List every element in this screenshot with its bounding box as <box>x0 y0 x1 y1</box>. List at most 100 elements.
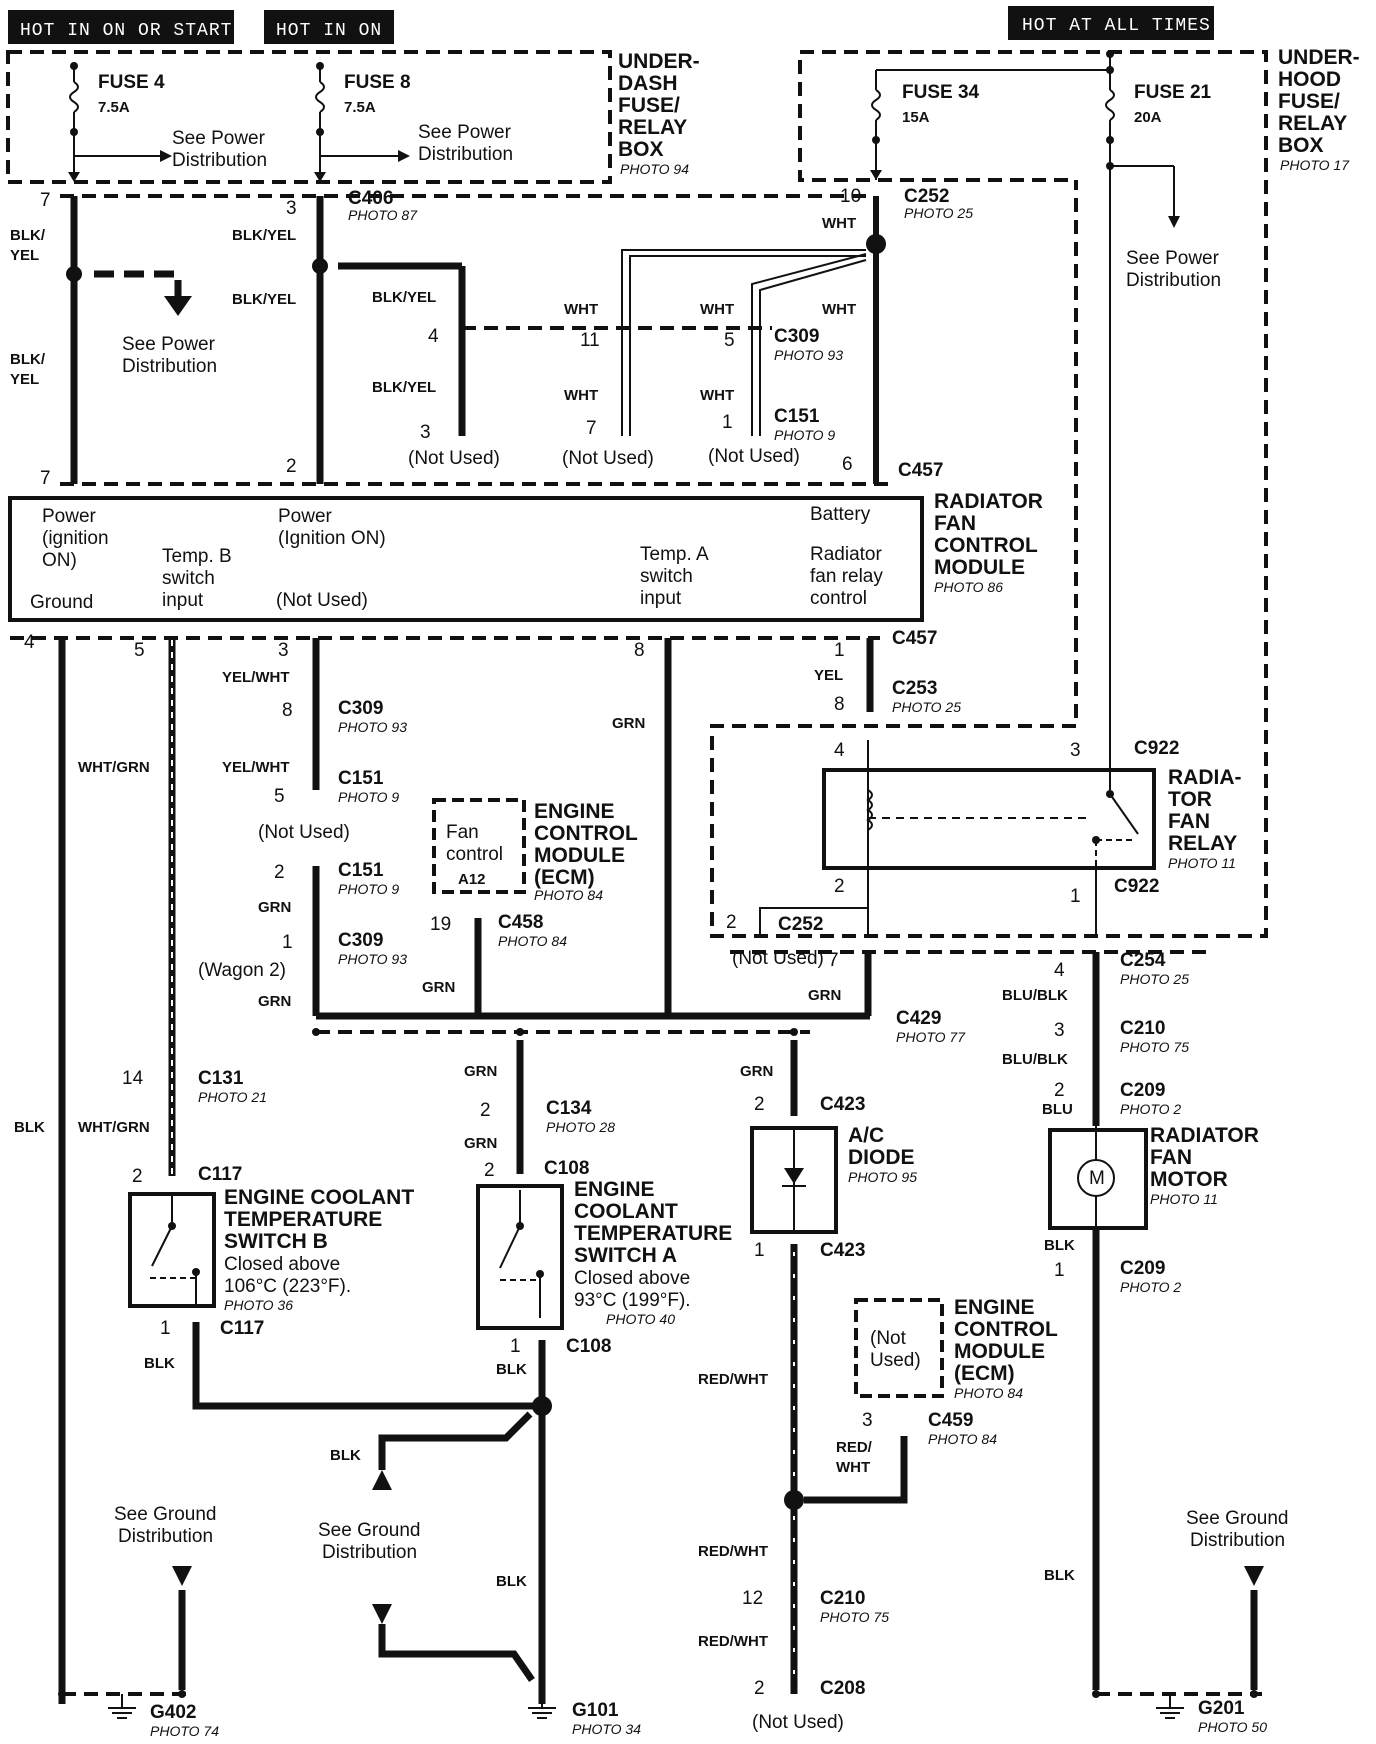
svg-text:2: 2 <box>1054 1080 1065 1101</box>
svg-text:(ECM): (ECM) <box>534 866 595 889</box>
svg-text:See Ground: See Ground <box>1186 1508 1288 1529</box>
wire-module-ground: 4 BLK <box>14 632 66 1704</box>
svg-text:GRN: GRN <box>808 987 841 1004</box>
svg-text:A/C: A/C <box>848 1124 884 1147</box>
svg-text:Closed above: Closed above <box>574 1268 690 1289</box>
wire-fuse8-to-module: BLK/YEL BLK/YEL BLK/YEL BLK/YEL 3 2 4 3 … <box>232 196 500 484</box>
wire-fuse34-wht: 10 C252 PHOTO 25 WHT WHT WHT WHT WHT WHT… <box>462 186 973 484</box>
svg-text:PHOTO 93: PHOTO 93 <box>338 951 407 967</box>
svg-text:ENGINE: ENGINE <box>574 1178 655 1201</box>
svg-text:PHOTO 21: PHOTO 21 <box>198 1089 267 1105</box>
svg-text:Ground: Ground <box>30 592 93 613</box>
svg-text:RED/: RED/ <box>836 1439 873 1456</box>
svg-text:C423: C423 <box>820 1094 865 1115</box>
svg-text:FUSE 34: FUSE 34 <box>902 82 980 103</box>
svg-text:Temp. A: Temp. A <box>640 544 709 565</box>
svg-text:Radiator: Radiator <box>810 544 882 565</box>
svg-text:GRN: GRN <box>612 715 645 732</box>
svg-text:PHOTO 84: PHOTO 84 <box>534 887 603 903</box>
wire-red-wht: 1 C423 RED/WHT 3 C459 PHOTO 84 RED/ WHT … <box>698 1240 997 1733</box>
svg-text:BOX: BOX <box>1278 134 1324 157</box>
svg-text:Distribution: Distribution <box>418 144 513 165</box>
svg-text:ENGINE: ENGINE <box>954 1296 1035 1319</box>
svg-text:BLK: BLK <box>14 1119 45 1136</box>
svg-text:ON): ON) <box>42 550 77 571</box>
svg-text:switch: switch <box>640 566 693 587</box>
svg-text:1: 1 <box>1070 886 1081 907</box>
svg-text:PHOTO 2: PHOTO 2 <box>1120 1279 1181 1295</box>
svg-text:PHOTO 2: PHOTO 2 <box>1120 1101 1181 1117</box>
svg-text:20A: 20A <box>1134 109 1162 126</box>
svg-text:7: 7 <box>40 468 51 489</box>
svg-text:2: 2 <box>132 1166 143 1187</box>
svg-text:BLK/: BLK/ <box>10 351 46 368</box>
svg-text:4: 4 <box>834 740 845 761</box>
svg-text:PHOTO 87: PHOTO 87 <box>348 207 418 223</box>
svg-text:GRN: GRN <box>422 979 455 996</box>
hot-label-all-times: HOT AT ALL TIMES <box>1008 6 1214 40</box>
svg-text:BOX: BOX <box>618 138 664 161</box>
svg-text:C252: C252 <box>904 186 949 207</box>
svg-text:PHOTO 40: PHOTO 40 <box>606 1311 675 1327</box>
svg-text:Power: Power <box>42 506 97 527</box>
ecm-not-used: (Not Used) ENGINE CONTROL MODULE (ECM) P… <box>854 1296 1058 1401</box>
svg-text:PHOTO 9: PHOTO 9 <box>338 789 399 805</box>
svg-text:19: 19 <box>430 914 451 935</box>
svg-text:C134: C134 <box>546 1098 592 1119</box>
svg-text:WHT: WHT <box>564 387 598 404</box>
under-hood-fuse-box <box>710 50 1268 938</box>
svg-text:12: 12 <box>742 1588 763 1609</box>
under-hood-box-label: UNDER- HOOD FUSE/ RELAY BOX PHOTO 17 <box>1278 46 1360 173</box>
svg-text:C309: C309 <box>338 930 383 951</box>
svg-text:11: 11 <box>580 330 600 351</box>
svg-text:control: control <box>810 588 867 609</box>
svg-text:RADIATOR: RADIATOR <box>934 490 1043 513</box>
svg-text:8: 8 <box>834 694 845 715</box>
fuse-4: FUSE 4 7.5A See Power Distribution <box>68 62 267 182</box>
svg-text:C151: C151 <box>338 860 384 881</box>
svg-text:FAN: FAN <box>1168 810 1210 833</box>
ground-g402: See Ground Distribution G402 PHOTO 74 <box>58 1504 219 1739</box>
svg-text:C209: C209 <box>1120 1080 1165 1101</box>
svg-text:See Power: See Power <box>172 128 266 149</box>
svg-text:RED/WHT: RED/WHT <box>698 1371 768 1388</box>
svg-text:ENGINE COOLANT: ENGINE COOLANT <box>224 1186 414 1209</box>
svg-text:BLK: BLK <box>144 1355 175 1372</box>
svg-text:C151: C151 <box>338 768 384 789</box>
svg-text:FUSE 8: FUSE 8 <box>344 72 411 93</box>
wire-fuse4-to-module: See Power Distribution BLK/ YEL BLK/ YEL… <box>10 190 217 489</box>
radiator-fan-control-module: Power (ignition ON) Ground Temp. B switc… <box>8 490 1043 622</box>
svg-text:GRN: GRN <box>258 993 291 1010</box>
svg-text:(Not Used): (Not Used) <box>276 590 368 611</box>
radiator-fan-motor: M RADIATOR FAN MOTOR PHOTO 11 <box>1048 1124 1259 1230</box>
svg-text:PHOTO 11: PHOTO 11 <box>1168 855 1236 871</box>
svg-text:2: 2 <box>834 876 845 897</box>
svg-text:input: input <box>162 590 204 611</box>
svg-text:C309: C309 <box>338 698 383 719</box>
svg-text:PHOTO 74: PHOTO 74 <box>150 1723 219 1739</box>
svg-text:5: 5 <box>134 640 145 661</box>
svg-text:BLK/YEL: BLK/YEL <box>232 227 296 244</box>
svg-text:COOLANT: COOLANT <box>574 1200 678 1223</box>
svg-text:FUSE/: FUSE/ <box>618 94 680 117</box>
svg-text:DIODE: DIODE <box>848 1146 915 1169</box>
svg-text:(Not Used): (Not Used) <box>708 446 800 467</box>
svg-text:C922: C922 <box>1114 876 1159 897</box>
svg-text:FUSE/: FUSE/ <box>1278 90 1340 113</box>
svg-text:BLK: BLK <box>330 1447 361 1464</box>
svg-text:4: 4 <box>1054 960 1065 981</box>
svg-text:RELAY: RELAY <box>1168 832 1237 855</box>
svg-text:fan relay: fan relay <box>810 566 883 587</box>
svg-text:Temp. B: Temp. B <box>162 546 232 567</box>
svg-text:3: 3 <box>420 422 431 443</box>
svg-text:Fan: Fan <box>446 822 479 843</box>
svg-text:C459: C459 <box>928 1410 973 1431</box>
svg-text:7: 7 <box>586 418 597 439</box>
svg-text:C208: C208 <box>820 1678 865 1699</box>
svg-text:PHOTO 86: PHOTO 86 <box>934 579 1003 595</box>
under-dash-box-label: UNDER- DASH FUSE/ RELAY BOX PHOTO 94 <box>618 50 700 177</box>
svg-text:MODULE: MODULE <box>534 844 625 867</box>
fuse-21: FUSE 21 20A See Power Distribution <box>1105 50 1221 750</box>
c429-bus: C429 PHOTO 77 <box>312 1008 966 1045</box>
